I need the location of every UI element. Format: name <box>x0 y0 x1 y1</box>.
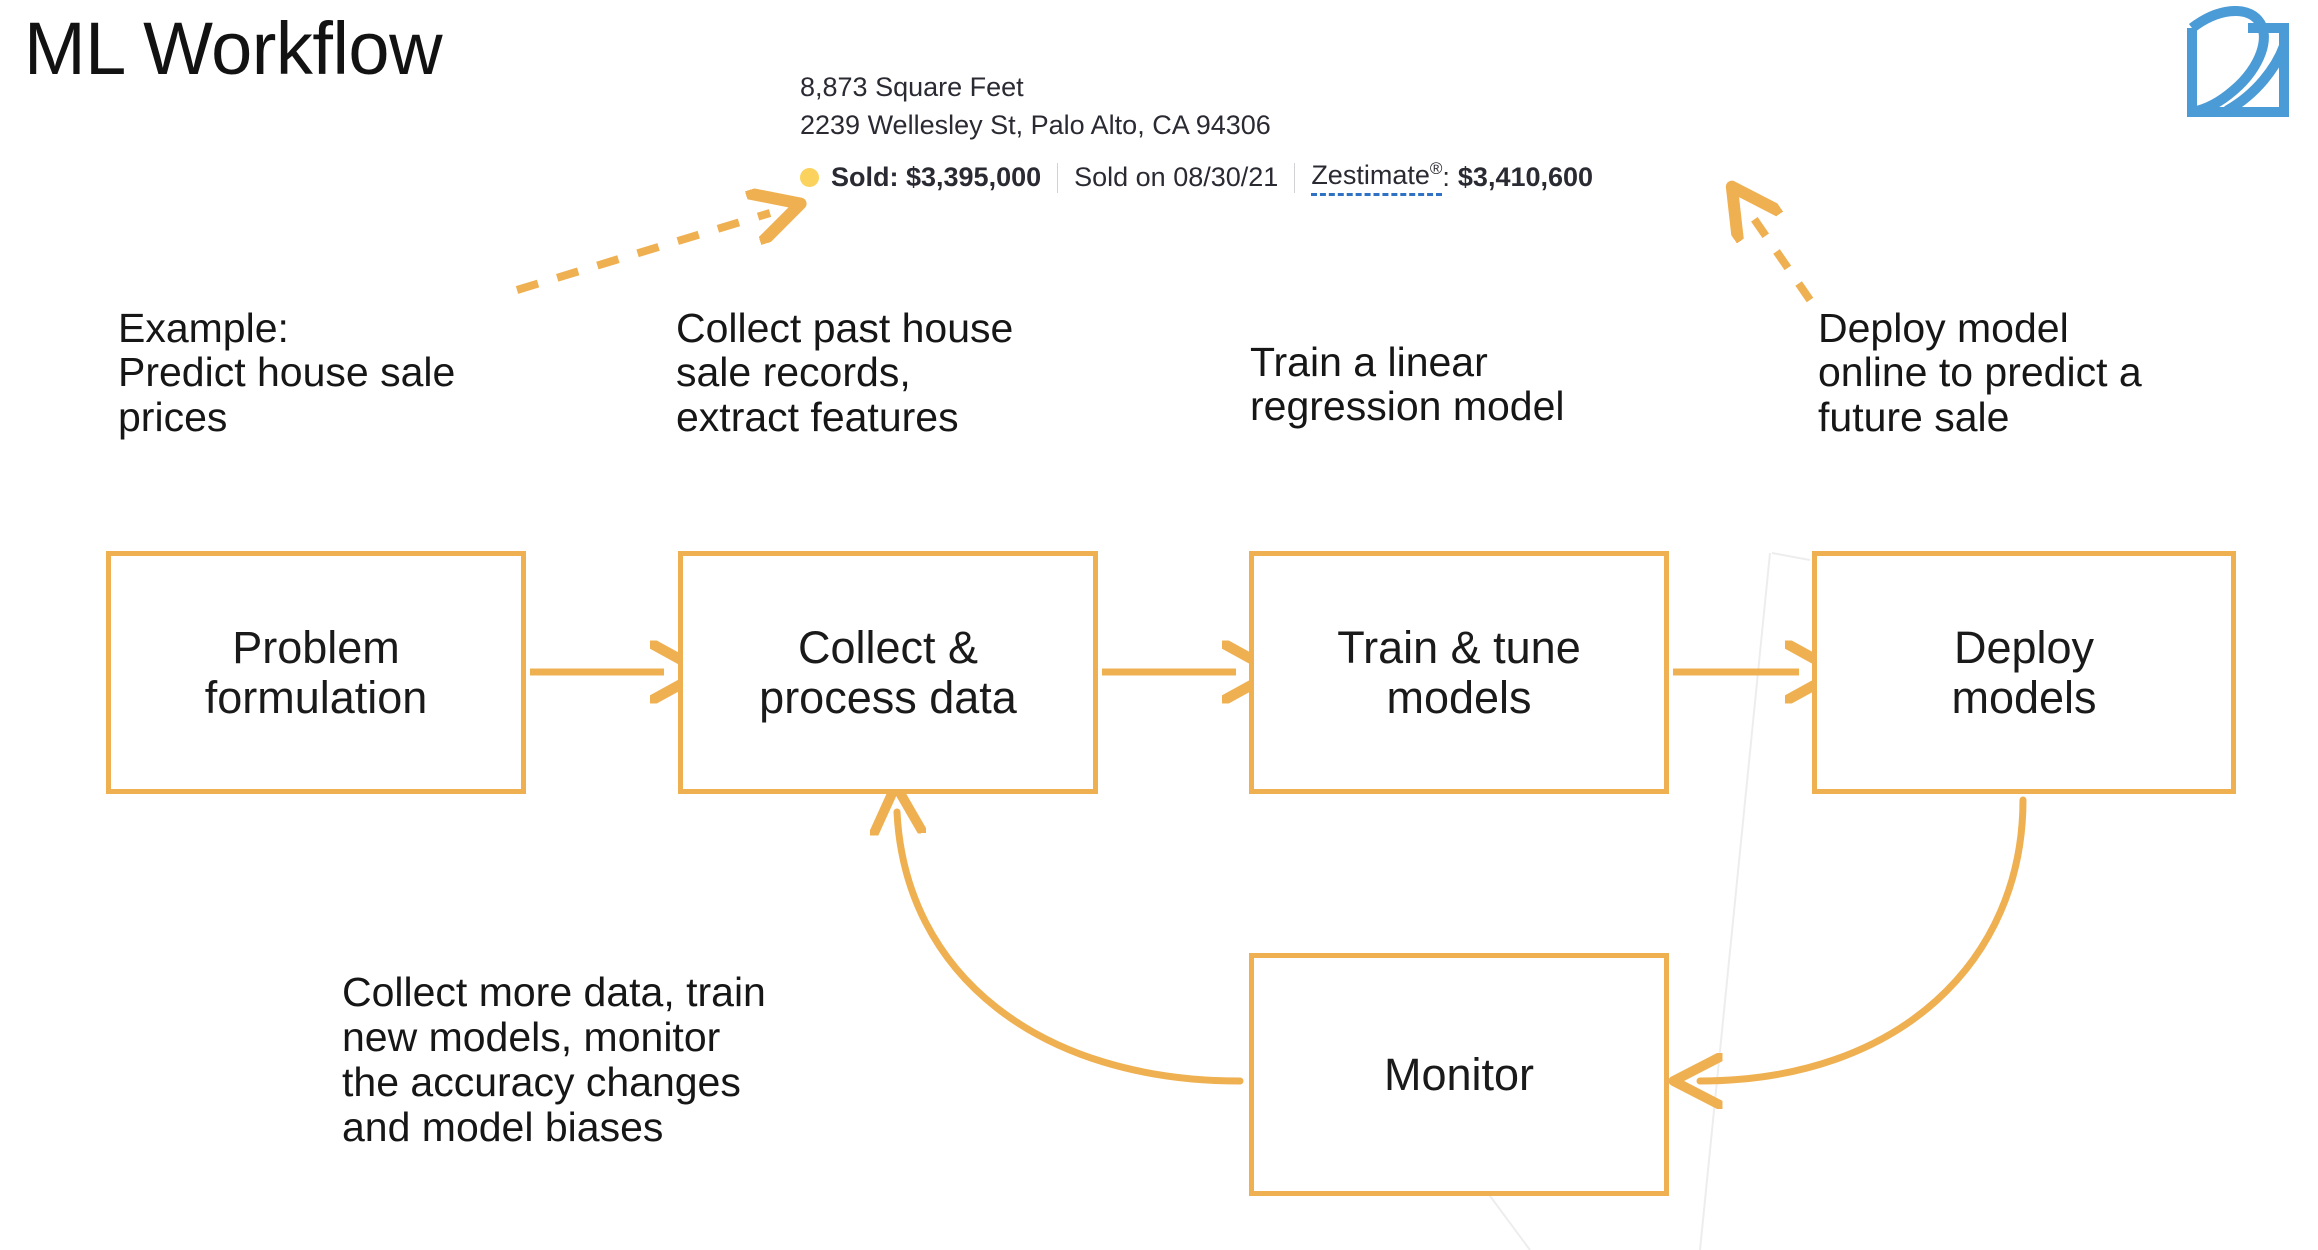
box-label-line: Collect & <box>797 622 979 673</box>
box-label-line: Train & tune <box>1337 622 1581 673</box>
box-label: Problem formulation <box>195 623 438 722</box>
listing-zestimate: $3,410,600 <box>1457 162 1594 192</box>
status-divider <box>1294 162 1296 193</box>
box-label-line: Monitor <box>1383 1048 1535 1100</box>
status-divider <box>1057 162 1059 193</box>
listing-square-feet: 8,873 Square Feet <box>800 72 1024 102</box>
box-train-tune-models[interactable]: Train & tune models <box>1249 551 1669 794</box>
box-label-line: Deploy <box>1953 622 2095 673</box>
page-title: ML Workflow <box>24 7 443 90</box>
listing-sold-date: Sold on 08/30/21 <box>1074 162 1279 192</box>
zestimate-term[interactable]: Zestimate® <box>1311 159 1443 196</box>
caption-monitor-feedback: Collect more data, train new models, mon… <box>342 969 766 1151</box>
caption-line: extract features <box>676 393 959 440</box>
caption-line: new models, monitor <box>342 1014 721 1061</box>
caption-line: future sale <box>1818 393 2010 440</box>
caption-line: Collect more data, train <box>342 969 766 1015</box>
caption-problem-formulation: Example: Predict house sale prices <box>118 306 455 439</box>
caption-line: Train a linear <box>1250 339 1488 385</box>
caption-line: the accuracy changes <box>342 1059 741 1106</box>
sold-status-dot-icon <box>800 168 819 187</box>
caption-train-tune-models: Train a linear regression model <box>1250 340 1565 429</box>
box-label: Monitor <box>1374 1050 1544 1100</box>
box-problem-formulation[interactable]: Problem formulation <box>106 551 526 794</box>
caption-line: regression model <box>1250 383 1565 430</box>
box-monitor[interactable]: Monitor <box>1249 953 1669 1196</box>
box-label: Deploy models <box>1941 623 2106 722</box>
caption-collect-process-data: Collect past house sale records, extract… <box>676 306 1013 439</box>
listing-sold-price: Sold: $3,395,000 <box>831 162 1042 192</box>
d2l-logo-icon <box>2187 5 2289 117</box>
zestimate-term-text: Zestimate <box>1311 160 1430 190</box>
box-label-line: process data <box>759 671 1017 723</box>
caption-line: online to predict a <box>1818 349 2142 396</box>
arrow-monitor-to-collect <box>897 812 1244 1085</box>
caption-line: sale records, <box>676 349 911 396</box>
dashed-arrow-to-zestimate <box>1750 213 1814 303</box>
listing-status-row: Sold: $3,395,000 Sold on 08/30/21 Zestim… <box>800 159 1593 196</box>
caption-line: Collect past house <box>676 305 1014 351</box>
box-label-line: models <box>1386 671 1532 723</box>
box-label: Train & tune models <box>1327 623 1590 722</box>
zillow-listing-card: 8,873 Square Feet 2239 Wellesley St, Pal… <box>800 68 1593 196</box>
box-label-line: Problem <box>232 622 400 673</box>
zestimate-colon: : <box>1442 162 1450 192</box>
caption-line: Example: <box>118 305 289 351</box>
dashed-arrow-to-sold-price <box>515 213 770 294</box>
box-deploy-models[interactable]: Deploy models <box>1812 551 2236 794</box>
arrow-deploy-to-monitor <box>1700 796 2027 1081</box>
box-label-line: formulation <box>204 671 428 723</box>
listing-address: 2239 Wellesley St, Palo Alto, CA 94306 <box>800 110 1271 140</box>
caption-line: prices <box>118 393 228 440</box>
caption-line: Predict house sale <box>118 349 456 396</box>
registered-mark-icon: ® <box>1429 159 1443 178</box>
caption-line: and model biases <box>342 1104 664 1151</box>
caption-deploy-models: Deploy model online to predict a future … <box>1818 306 2142 439</box>
box-label-line: models <box>1951 671 2097 723</box>
d2l-logo <box>2184 5 2302 118</box>
box-label: Collect & process data <box>749 623 1027 722</box>
caption-line: Deploy model <box>1818 305 2069 351</box>
box-collect-process-data[interactable]: Collect & process data <box>678 551 1098 794</box>
